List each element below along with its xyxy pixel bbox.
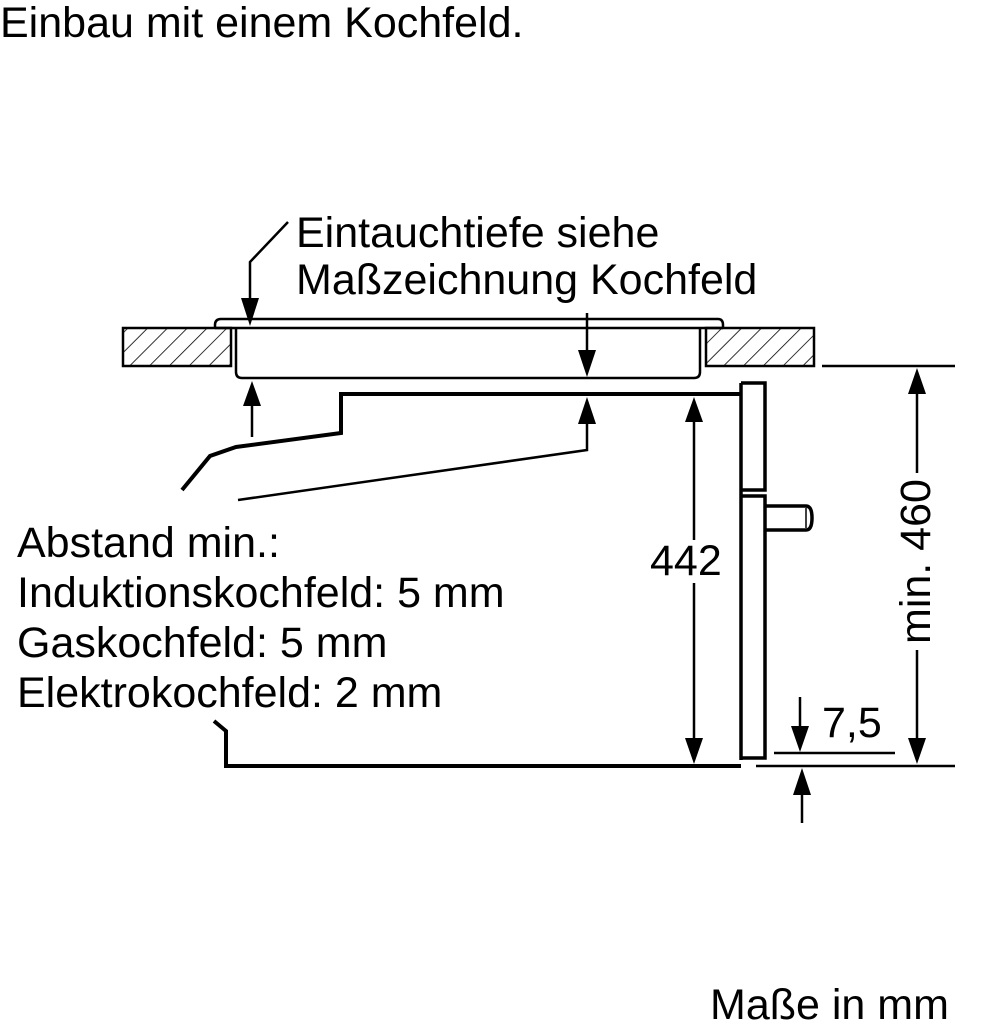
appliance-front bbox=[739, 381, 814, 760]
worktop-left bbox=[121, 326, 233, 368]
dimension-label-7-5: 7,5 bbox=[822, 699, 882, 747]
dimension-label-442: 442 bbox=[648, 537, 724, 585]
callout-line-2: Maßzeichnung Kochfeld bbox=[296, 256, 758, 304]
cooktop-depth-arrow bbox=[578, 313, 596, 377]
units-note: Maße in mm bbox=[710, 981, 949, 1029]
clearance-arrow-center bbox=[237, 397, 596, 502]
min-distance-heading: Abstand min.: bbox=[17, 519, 280, 567]
worktop-right bbox=[704, 326, 816, 368]
diagram-title: Einbau mit einem Kochfeld. bbox=[0, 0, 524, 47]
min-distance-electric: Elektrokochfeld: 2 mm bbox=[17, 669, 443, 717]
min-distance-induction: Induktionskochfeld: 5 mm bbox=[17, 569, 505, 617]
callout-min-distance: Abstand min.: Induktionskochfeld: 5 mm G… bbox=[17, 518, 505, 718]
callout-immersion-depth: Eintauchtiefe siehe Maßzeichnung Kochfel… bbox=[296, 210, 757, 304]
cooktop bbox=[213, 317, 725, 380]
min-distance-gas: Gaskochfeld: 5 mm bbox=[17, 619, 388, 667]
appliance-body bbox=[180, 392, 741, 768]
leader-immersion-depth bbox=[241, 221, 289, 326]
dimension-label-min-460: min. 460 bbox=[892, 473, 940, 650]
dimension-7-5 bbox=[774, 697, 895, 823]
clearance-arrow-left bbox=[243, 381, 261, 437]
callout-line-1: Eintauchtiefe siehe bbox=[296, 209, 660, 257]
